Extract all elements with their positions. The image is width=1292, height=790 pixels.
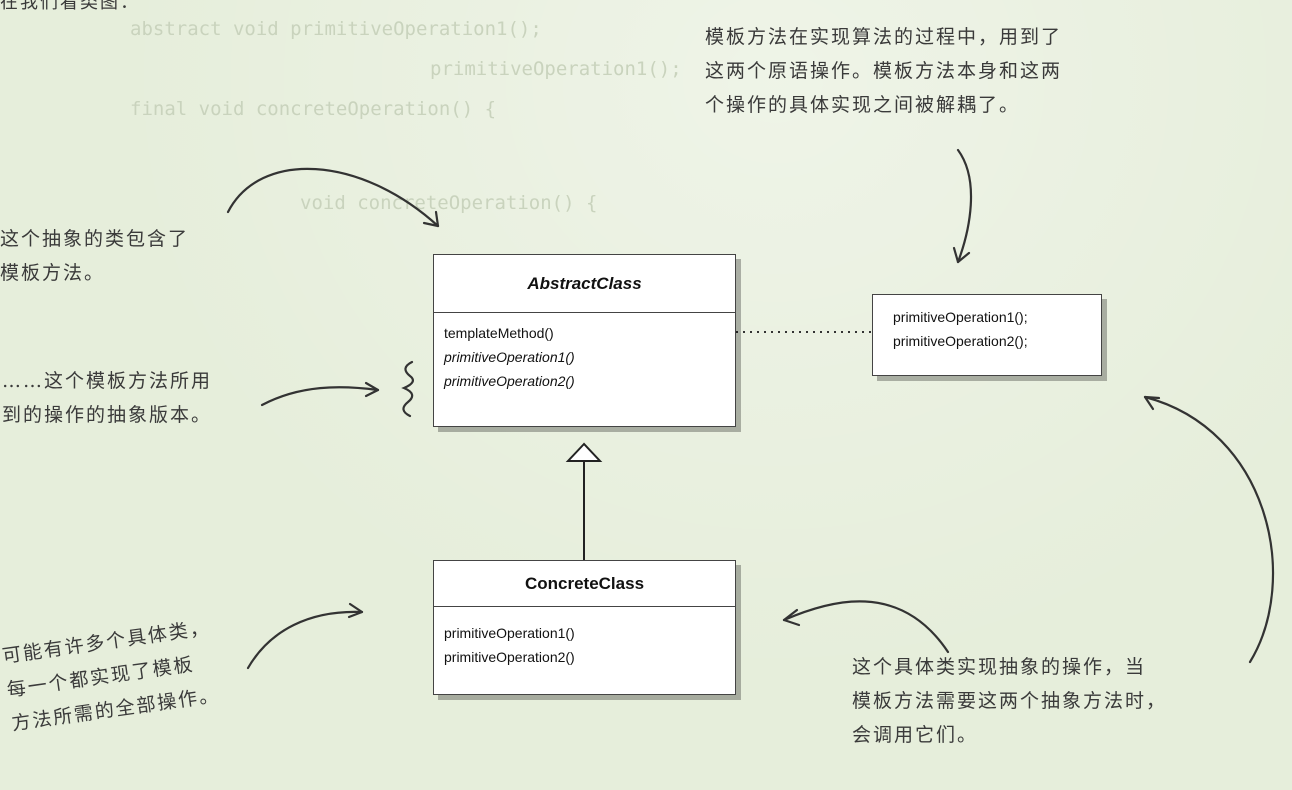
arrow-to-concrete-class	[246, 610, 364, 670]
abstract-ops-note: ……这个模板方法所用 到的操作的抽象版本。	[2, 364, 212, 432]
concrete-class-box: ConcreteClass primitiveOperation1() prim…	[433, 560, 736, 695]
note-line: 这两个原语操作。模板方法本身和这两	[705, 60, 1063, 82]
background-code-line: abstract void primitiveOperation1();	[130, 18, 542, 40]
note-line: 个操作的具体实现之间被解耦了。	[705, 94, 1021, 116]
arrow-to-concrete-ops	[782, 600, 950, 654]
arrow-head	[347, 602, 364, 619]
abstract-class-operations: templateMethod() primitiveOperation1() p…	[434, 313, 735, 401]
concrete-primitive-op-1: primitiveOperation1()	[444, 625, 575, 641]
note-line: 这个具体类实现抽象的操作，当	[852, 656, 1147, 678]
inheritance-arrowhead	[565, 442, 603, 462]
note-line: 模板方法。	[0, 262, 106, 284]
arrow-to-abstract-class	[226, 167, 440, 228]
abstract-class-note: 这个抽象的类包含了 模板方法。	[0, 222, 189, 290]
abstract-primitive-op-2: primitiveOperation2()	[444, 373, 575, 389]
note-line: 会调用它们。	[852, 724, 979, 746]
concrete-primitive-op-2: primitiveOperation2()	[444, 649, 575, 665]
template-method-calls: primitiveOperation1(); primitiveOperatio…	[873, 295, 1101, 363]
background-code-line: primitiveOperation1();	[430, 58, 682, 80]
arrow-head	[364, 381, 380, 398]
note-line: ……这个模板方法所用	[2, 370, 213, 392]
note-line: 这个抽象的类包含了	[0, 228, 190, 250]
arrow-to-template-box-right	[1143, 395, 1275, 664]
background-code-line: final void concreteOperation() {	[130, 98, 497, 120]
note-line: 模板方法需要这两个抽象方法时，	[852, 690, 1168, 712]
arrow-to-template-box	[956, 148, 973, 264]
abstract-class-box: AbstractClass templateMethod() primitive…	[433, 254, 736, 427]
arrow-head	[1143, 395, 1161, 411]
arrow-head	[952, 246, 971, 264]
arrow-to-abstract-ops	[260, 386, 380, 407]
arrow-head	[422, 210, 440, 228]
concrete-impl-note: 这个具体类实现抽象的操作，当 模板方法需要这两个抽象方法时， 会调用它们。	[852, 650, 1167, 752]
arrow-head	[782, 608, 801, 627]
note-line: 到的操作的抽象版本。	[2, 404, 213, 426]
background-code-line: void concreteOperation() {	[300, 192, 598, 214]
template-call-1: primitiveOperation1();	[893, 309, 1028, 325]
template-method-box: primitiveOperation1(); primitiveOperatio…	[872, 294, 1102, 376]
template-method-op: templateMethod()	[444, 325, 554, 341]
abstract-primitive-op-1: primitiveOperation1()	[444, 349, 575, 365]
template-method-note: 模板方法在实现算法的过程中，用到了 这两个原语操作。模板方法本身和这两 个操作的…	[705, 20, 1062, 122]
brace-mark	[401, 360, 414, 418]
concrete-class-operations: primitiveOperation1() primitiveOperation…	[434, 607, 735, 677]
note-line: 模板方法在实现算法的过程中，用到了	[705, 26, 1063, 48]
concrete-class-name: ConcreteClass	[434, 561, 735, 607]
template-call-2: primitiveOperation2();	[893, 333, 1028, 349]
abstract-class-name: AbstractClass	[434, 255, 735, 313]
header-fragment: 在我们看类图：	[0, 0, 140, 13]
